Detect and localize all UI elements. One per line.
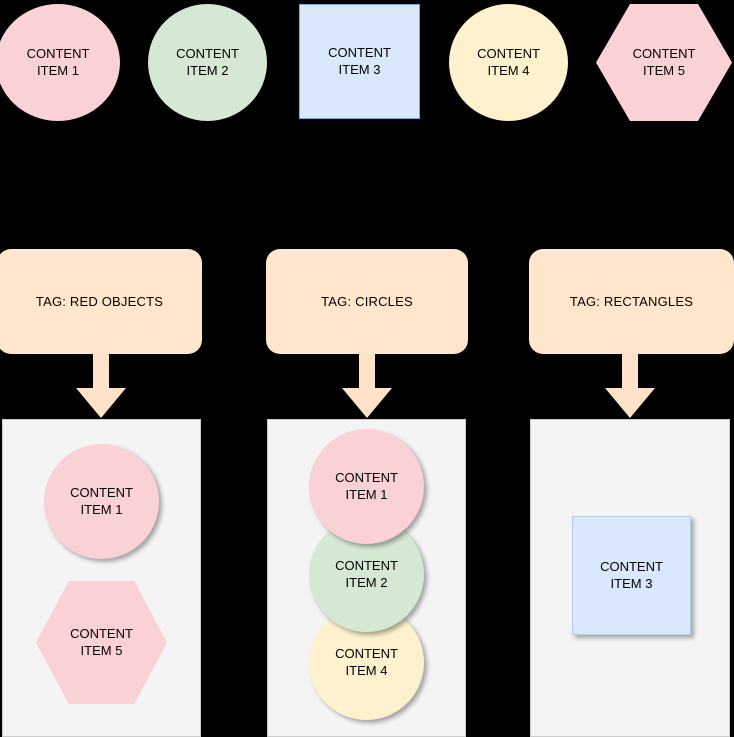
result-shape-red-item-5[interactable]: CONTENT ITEM 5 (36, 581, 167, 704)
result-shape-red-item-1[interactable]: CONTENT ITEM 1 (44, 444, 159, 559)
source-shape-item-5-label: CONTENT ITEM 5 (632, 46, 696, 78)
arrow-down-rectangles (605, 354, 655, 418)
result-shape-red-item-1-label: CONTENT ITEM 1 (70, 485, 133, 517)
result-shape-circles-item-4-label: CONTENT ITEM 4 (335, 646, 398, 678)
result-panel-rectangles[interactable]: CONTENT ITEM 3 (530, 419, 730, 737)
result-shape-red-item-5-label: CONTENT ITEM 5 (70, 626, 133, 658)
arrow-down-red-objects (76, 354, 126, 418)
source-shape-item-3-label: CONTENT ITEM 3 (328, 45, 391, 77)
tag-box-rectangles-label: TAG: RECTANGLES (569, 294, 694, 309)
result-shape-circles-item-2-label: CONTENT ITEM 2 (335, 558, 398, 590)
result-panel-circles[interactable]: CONTENT ITEM 1 CONTENT ITEM 2 CONTENT IT… (267, 419, 466, 737)
arrow-down-icon (605, 354, 655, 418)
result-shape-circles-item-1-label: CONTENT ITEM 1 (335, 470, 398, 502)
tag-box-red-objects-label: TAG: RED OBJECTS (35, 294, 164, 309)
source-shape-item-3[interactable]: CONTENT ITEM 3 (299, 4, 420, 119)
source-shape-item-2-label: CONTENT ITEM 2 (176, 46, 239, 78)
tag-box-circles[interactable]: TAG: CIRCLES (266, 249, 468, 354)
result-shape-circles-item-1[interactable]: CONTENT ITEM 1 (309, 429, 424, 544)
tag-box-rectangles[interactable]: TAG: RECTANGLES (529, 249, 734, 354)
result-panel-red-objects[interactable]: CONTENT ITEM 1 CONTENT ITEM 5 (2, 419, 201, 737)
source-shape-item-5[interactable]: CONTENT ITEM 5 (596, 4, 732, 121)
source-shape-item-4-label: CONTENT ITEM 4 (477, 46, 540, 78)
source-shape-item-1[interactable]: CONTENT ITEM 1 (0, 4, 120, 121)
source-shape-item-4[interactable]: CONTENT ITEM 4 (449, 4, 568, 121)
result-shape-rect-item-3-label: CONTENT ITEM 3 (600, 559, 663, 591)
tag-box-circles-label: TAG: CIRCLES (321, 294, 413, 309)
arrow-down-icon (342, 354, 392, 418)
source-shape-item-2[interactable]: CONTENT ITEM 2 (148, 4, 267, 121)
source-shape-item-1-label: CONTENT ITEM 1 (26, 46, 90, 78)
tag-box-red-objects[interactable]: TAG: RED OBJECTS (0, 249, 202, 354)
arrow-down-circles (342, 354, 392, 418)
arrow-down-icon (76, 354, 126, 418)
result-shape-rect-item-3[interactable]: CONTENT ITEM 3 (572, 516, 691, 635)
